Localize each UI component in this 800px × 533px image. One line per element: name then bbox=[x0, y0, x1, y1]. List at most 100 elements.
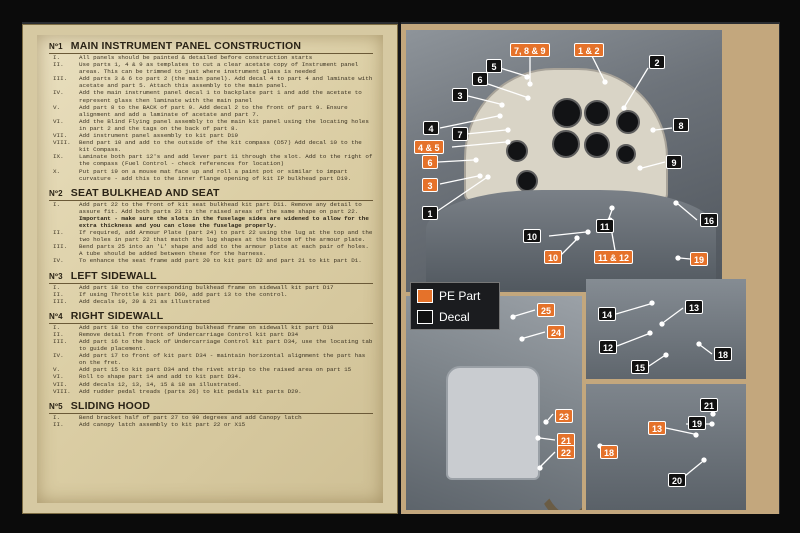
instruction-step: V. Add part 15 to kit part D34 and the ri… bbox=[49, 366, 373, 373]
step-number: I. bbox=[53, 54, 61, 61]
step-number: III. bbox=[53, 75, 68, 83]
callout-18-pe: 18 bbox=[600, 445, 619, 459]
instruction-step: V. Add part 8 to the BACK of part 9. Add … bbox=[49, 104, 373, 118]
bulkhead-frame bbox=[526, 326, 582, 510]
step-text-main: Add part 17 to front of kit part D34 - m… bbox=[79, 352, 366, 367]
step-number: V. bbox=[53, 103, 61, 111]
step-number: VII. bbox=[53, 132, 68, 140]
step-number: X. bbox=[53, 167, 61, 175]
section-number: Nº2 bbox=[49, 188, 63, 198]
gauge bbox=[506, 140, 528, 162]
instruction-step: II. Add canopy latch assembly to kit part… bbox=[49, 421, 373, 428]
callout-8: 8 bbox=[673, 118, 689, 132]
instruction-step: I.Bend bracket half of part 27 to 90 deg… bbox=[49, 414, 373, 421]
instruction-step: VIII. Add rudder pedal treads (parts 26) … bbox=[49, 388, 373, 395]
legend-decal-row: Decal bbox=[417, 310, 470, 324]
callout-11: 11 bbox=[596, 219, 614, 233]
callout-16: 16 bbox=[700, 213, 719, 227]
parts-legend: PE Part Decal bbox=[410, 282, 500, 330]
step-number: I. bbox=[53, 283, 61, 291]
step-number: III. bbox=[53, 297, 68, 305]
step-text: Add part 15 to kit part D34 and the rive… bbox=[79, 366, 373, 373]
section-title-text: LEFT SIDEWALL bbox=[70, 269, 157, 282]
instruction-step: II.Remove detail from front of Undercarr… bbox=[49, 331, 373, 338]
instruction-step: II. If using Throttle kit part D60, add p… bbox=[49, 291, 373, 298]
section-title: Nº1 MAIN INSTRUMENT PANEL CONSTRUCTION bbox=[49, 40, 373, 54]
callout-19-decal: 19 bbox=[688, 416, 707, 430]
step-text: Add decals 19, 20 & 21 as illustrated bbox=[79, 298, 373, 305]
step-number: V. bbox=[53, 366, 61, 374]
step-number: II. bbox=[53, 330, 64, 338]
step-text-main: All panels should be painted & detailed … bbox=[79, 54, 313, 61]
section-number: Nº4 bbox=[49, 311, 63, 321]
step-text: Add part 16 to the back of Undercarriage… bbox=[79, 338, 373, 352]
step-number: VIII. bbox=[53, 387, 71, 395]
callout-21-decal: 21 bbox=[700, 398, 719, 412]
instruction-step: II.Use parts 1, 4 & 9 as templates to cu… bbox=[49, 61, 373, 75]
step-text-main: Add rudder pedal treads (parts 26) to ki… bbox=[79, 387, 302, 395]
callout-7: 7 bbox=[452, 127, 468, 141]
step-text-main: Add part 16 to the back of Undercarriage… bbox=[79, 338, 373, 353]
step-text: To enhance the seat frame add part 20 to… bbox=[79, 257, 373, 264]
step-text: Add part 18 to the corresponding bulkhea… bbox=[79, 324, 373, 331]
step-number: VIII. bbox=[53, 139, 71, 147]
callout-23: 23 bbox=[555, 409, 574, 423]
step-text-main: Add part 15 to kit part D34 and the rive… bbox=[79, 366, 352, 374]
instructions-page: Nº1 MAIN INSTRUMENT PANEL CONSTRUCTION I. A… bbox=[22, 24, 398, 514]
section-number: Nº5 bbox=[49, 401, 63, 411]
step-text: If required, add Armour Plate (part 24) … bbox=[79, 229, 373, 243]
step-text: Add canopy latch assembly to kit part 22… bbox=[79, 421, 373, 428]
step-text-main: Laminate both part 12's and add lever pa… bbox=[79, 153, 373, 168]
step-text: Use parts 1, 4 & 9 as templates to cut a… bbox=[79, 61, 373, 75]
step-number: II. bbox=[53, 290, 64, 298]
callout-20: 20 bbox=[668, 473, 687, 487]
callout-1-2: 1 & 2 bbox=[574, 43, 604, 57]
callout-6: 6 bbox=[472, 72, 488, 86]
step-number: I. bbox=[53, 323, 61, 331]
gauge bbox=[552, 130, 580, 158]
step-text: Bend part 10 and add to the outside of t… bbox=[79, 139, 373, 153]
step-text: Roll to shape part 14 and add to kit par… bbox=[79, 373, 373, 380]
callout-4: 4 bbox=[423, 121, 439, 135]
cockpit-floor bbox=[426, 190, 716, 290]
instrument-panel bbox=[464, 68, 668, 202]
step-text-main: To enhance the seat frame add part 20 to… bbox=[79, 257, 362, 265]
callout-6-pe: 6 bbox=[422, 155, 438, 169]
step-text: Put part 19 on a mouse mat face up and r… bbox=[79, 168, 373, 182]
instruction-step: VII. Add decals 12, 13, 14, 15 & 18 as il… bbox=[49, 381, 373, 388]
step-text-main: Add the Blind Flying panel assembly to t… bbox=[79, 117, 369, 132]
callout-10: 10 bbox=[523, 229, 542, 243]
instruction-step: IV.To enhance the seat frame add part 20… bbox=[49, 257, 373, 264]
step-number: II. bbox=[53, 229, 64, 237]
section-number: Nº1 bbox=[49, 42, 63, 51]
instruction-step: III.Bend parts 25 into an 'L' shape and … bbox=[49, 243, 373, 257]
step-text-main: Use parts 1, 4 & 9 as templates to cut a… bbox=[79, 61, 359, 76]
instruction-step: I. All panels should be painted & detaile… bbox=[49, 54, 373, 61]
step-number: II. bbox=[53, 420, 64, 428]
step-text: Laminate both part 12's and add lever pa… bbox=[79, 153, 373, 167]
step-text-main: Put part 19 on a mouse mat face up and r… bbox=[79, 167, 352, 182]
step-number: IX. bbox=[53, 153, 64, 161]
step-text: If using Throttle kit part D60, add part… bbox=[79, 291, 373, 298]
step-text-main: Add decals 12, 13, 14, 15 & 18 as illust… bbox=[79, 380, 242, 388]
instruction-step: II. If required, add Armour Plate (part 2… bbox=[49, 229, 373, 243]
callout-15: 15 bbox=[631, 360, 650, 374]
step-text-main: Roll to shape part 14 and add to kit par… bbox=[79, 373, 242, 381]
section-title-text: MAIN INSTRUMENT PANEL CONSTRUCTION bbox=[70, 40, 302, 52]
step-text-main: Add part 18 to the corresponding bulkhea… bbox=[79, 283, 334, 291]
step-text: Add the Blind Flying panel assembly to t… bbox=[79, 118, 373, 132]
step-text-main: Add part 18 to the corresponding bulkhea… bbox=[79, 323, 334, 331]
step-text-main: Add part 8 to the BACK of part 9. Add de… bbox=[79, 103, 348, 118]
callout-24: 24 bbox=[547, 325, 566, 339]
step-number: VII. bbox=[53, 380, 68, 388]
page-spine bbox=[398, 22, 401, 514]
instruction-step: VI.Roll to shape part 14 and add to kit … bbox=[49, 373, 373, 380]
legend-decal-label: Decal bbox=[439, 310, 470, 324]
instructions-parchment: Nº1 MAIN INSTRUMENT PANEL CONSTRUCTION I. A… bbox=[37, 35, 383, 503]
instruction-step: X. Put part 19 on a mouse mat face up and… bbox=[49, 168, 373, 182]
step-text-main: Bend bracket half of part 27 to 90 degre… bbox=[79, 413, 302, 421]
